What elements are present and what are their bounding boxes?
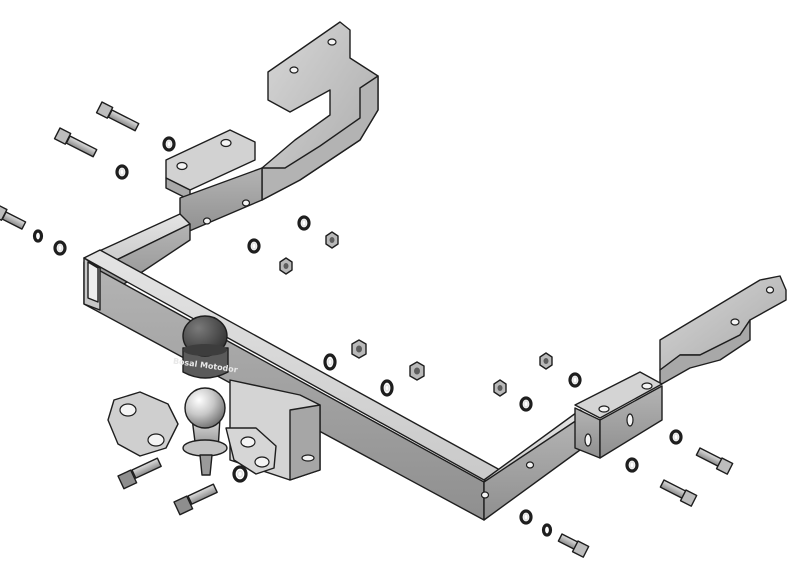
washer [541,523,553,537]
left-side-bracket [165,21,379,236]
right-side-bracket [574,275,787,459]
nut [279,257,293,275]
bolt [659,479,698,507]
washer [568,372,582,388]
bolt [173,483,218,516]
washer [297,215,311,231]
bolt [695,447,734,475]
washer [323,353,337,371]
bolts [0,101,734,558]
nut [325,231,339,249]
washer [519,396,533,412]
nuts [279,231,553,397]
washer [247,238,261,254]
washers [32,136,683,537]
towball [107,387,277,476]
bolt [53,127,98,158]
washer [519,509,533,525]
washer [115,164,129,180]
towball-cap: Bosal Motodor [172,315,238,379]
washer [625,457,639,473]
nut [351,339,367,359]
washer [53,240,67,256]
washer [669,429,683,445]
bolt [0,204,27,230]
nut [539,352,553,370]
washer [32,229,44,243]
main-cross-beam [83,213,593,521]
nut [409,361,425,381]
nut [493,379,507,397]
washer [232,465,248,483]
washer [162,136,176,152]
washer [380,379,394,397]
bolt [117,457,162,490]
bolt [95,101,140,132]
bolt [557,533,590,558]
